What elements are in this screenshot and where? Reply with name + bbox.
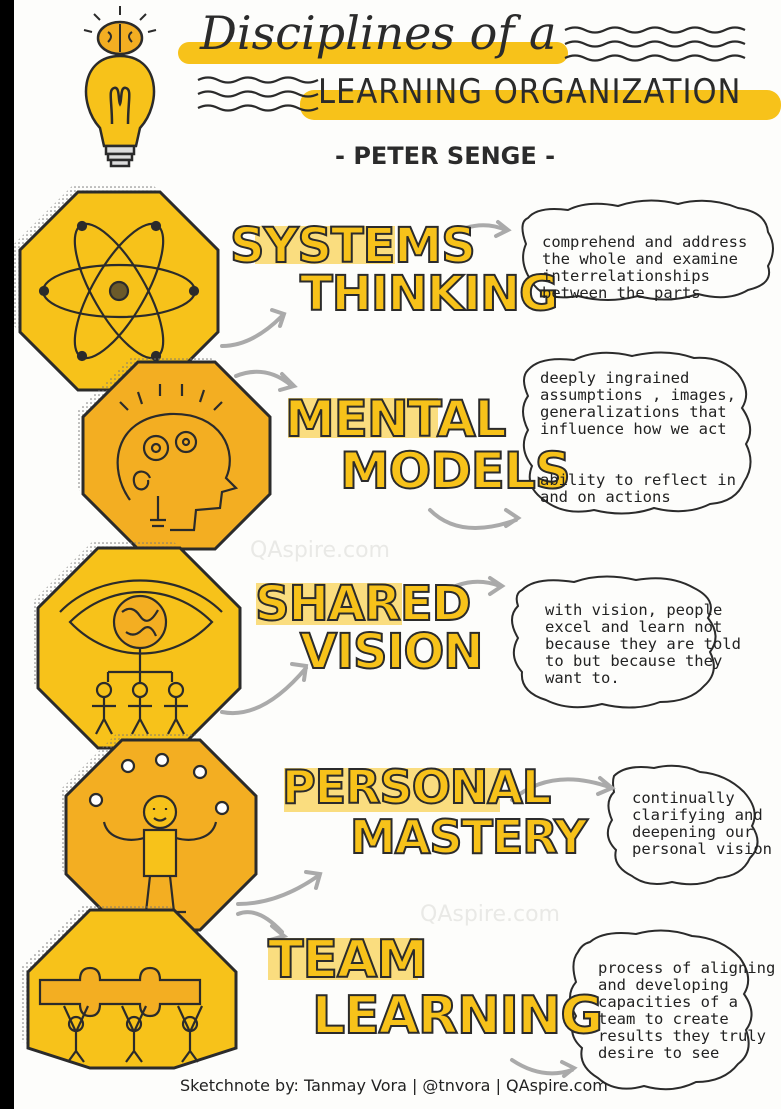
heading-team: TEAM [267, 930, 429, 990]
highlight-mental [288, 398, 438, 438]
octagon-personal-mastery [60, 734, 258, 932]
lightbulb-brain-icon [83, 6, 157, 168]
heading-learning: LEARNING [311, 986, 604, 1046]
heading-vision: VISION [299, 624, 484, 680]
octagon-shared-vision [32, 542, 242, 750]
credit-line: Sketchnote by: Tanmay Vora | @tnvora | Q… [180, 1076, 608, 1095]
title-highlight [178, 42, 568, 64]
description-personal-mastery: continually clarifying and deepening our… [632, 789, 772, 858]
brain-lightbulb-icon [116, 384, 239, 532]
eye-globe-people-icon [59, 579, 223, 735]
heading-mastery: MASTERY [349, 810, 589, 864]
team-puzzle-icon [38, 966, 203, 1063]
heading-shared: SHARED [254, 576, 472, 632]
heading-mental: MENTAL [284, 390, 508, 448]
highlight-shared [256, 583, 402, 625]
description-team-learning: process of aligning and developing capac… [598, 959, 776, 1062]
connector-arrows [220, 220, 616, 1078]
description-systems-thinking: comprehend and address the whole and exa… [542, 233, 748, 302]
watermark-low: QAspire.com [420, 902, 560, 927]
heading-systems: SYSTEMS [229, 218, 477, 274]
octagon-team-learning [22, 904, 238, 1070]
subtitle-highlight [300, 90, 781, 120]
highlight-systems [255, 226, 395, 264]
author-name: - PETER SENGE - [335, 142, 556, 170]
description-clouds [511, 199, 774, 1091]
title-line-1: Disciplines of a [200, 6, 557, 60]
description-mental-models: deeply ingrained assumptions , images, g… [540, 369, 736, 438]
octagon-mental-models [77, 356, 272, 551]
highlight-personal [284, 768, 500, 812]
heading-models: MODELS [339, 442, 572, 500]
highlight-team [268, 938, 418, 980]
description-mental-models-2: ability to reflect in and on actions [540, 471, 736, 506]
description-shared-vision: with vision, people excel and learn not … [545, 601, 741, 687]
octagon-systems-thinking [14, 186, 220, 392]
title-squiggles [197, 26, 746, 112]
heading-personal: PERSONAL [281, 760, 552, 814]
watermark-mid: QAspire.com [250, 538, 390, 563]
title-line-2: LEARNING ORGANIZATION [318, 72, 742, 112]
heading-thinking: THINKING [299, 266, 560, 322]
